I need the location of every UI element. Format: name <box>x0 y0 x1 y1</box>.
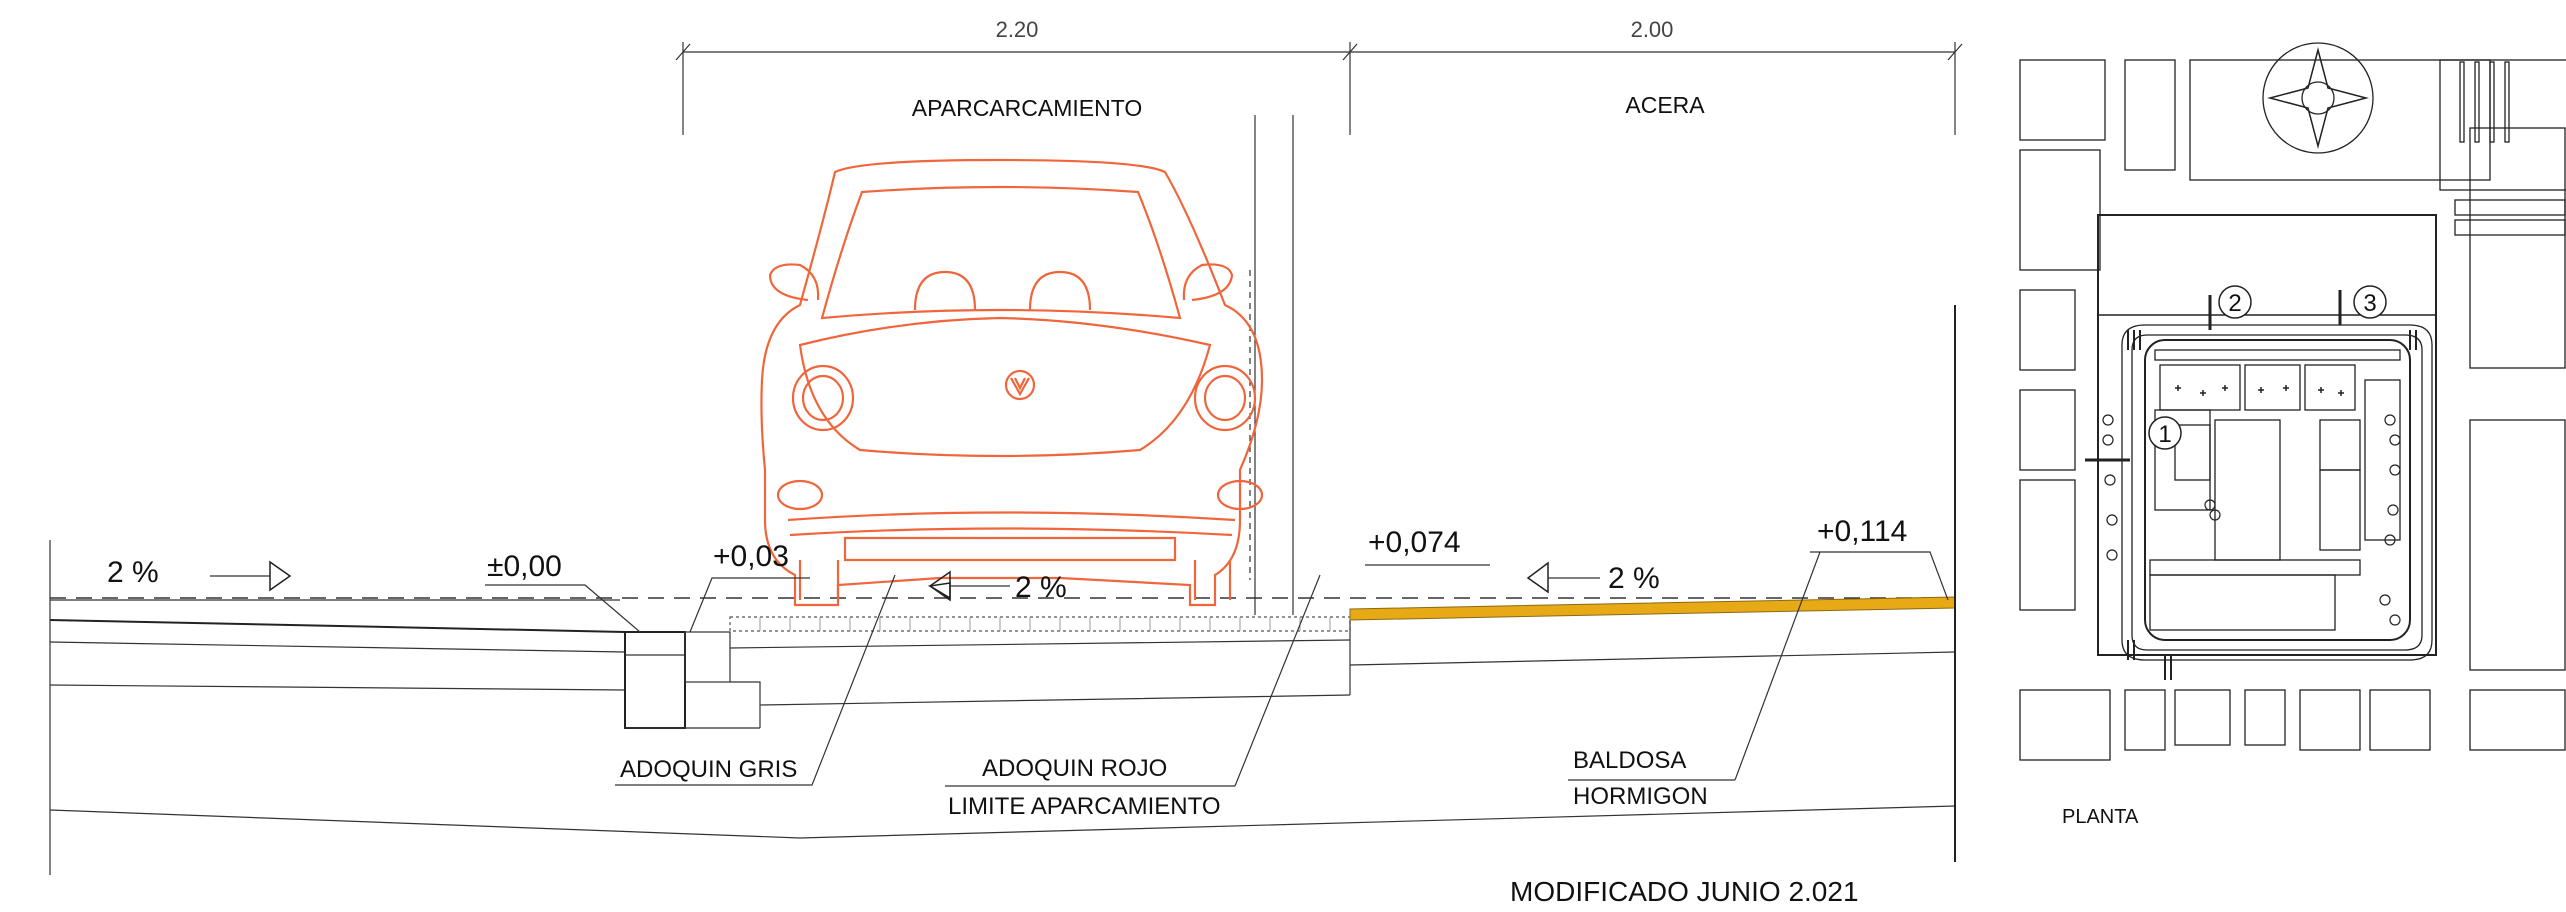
tile-callout: BALDOSA <box>1573 747 1686 774</box>
svg-text:2: 2 <box>2228 290 2241 317</box>
curb <box>624 631 1351 729</box>
road-level-label: ±0,00 <box>487 550 562 583</box>
parking-slope-arrow <box>927 570 1010 602</box>
parking-width-dimension: 2.20 <box>996 17 1039 42</box>
sidewalk-end-level-leader <box>1810 551 1949 601</box>
plan-title: PLANTA <box>2062 806 2139 828</box>
sidewalk-end-level-label: +0,114 <box>1817 515 1907 548</box>
sidewalk-tile-band <box>1349 305 1956 862</box>
site-plan <box>2019 42 2566 761</box>
red-paver-row <box>729 616 1351 695</box>
parking-zone-label: APARCARCAMIENTO <box>912 95 1142 121</box>
svg-text:3: 3 <box>2363 290 2376 317</box>
section-marker-2: 2 <box>2218 285 2252 319</box>
tile-leader <box>1734 551 1821 781</box>
road-level-leader <box>485 584 641 633</box>
parking-limit-callout: LIMITE APARCAMIENTO <box>948 793 1221 820</box>
sidewalk-tile <box>1349 596 1956 621</box>
sidewalk-zone-label: ACERA <box>1625 92 1705 118</box>
dimension-lines <box>675 42 1963 135</box>
road-slope-arrow <box>210 560 292 592</box>
sidewalk-start-level-label: +0,074 <box>1368 526 1461 559</box>
curb-level-leader <box>689 577 810 633</box>
red-paver-leader <box>1234 574 1321 787</box>
section-marker-3: 3 <box>2353 285 2387 319</box>
road-slope-label: 2 % <box>107 556 159 589</box>
grey-paver-callout: ADOQUIN GRIS <box>620 756 797 783</box>
sidewalk-slope-label: 2 % <box>1608 562 1660 595</box>
concrete-callout: HORMIGON <box>1573 783 1708 810</box>
grey-paver-leader <box>615 574 896 786</box>
red-paver-callout: ADOQUIN ROJO <box>982 755 1167 782</box>
curb-level-label: +0,03 <box>713 540 789 573</box>
parking-slope-label: 2 % <box>1015 571 1067 604</box>
sidewalk-width-dimension: 2.00 <box>1631 17 1674 42</box>
svg-text:1: 1 <box>2158 421 2171 448</box>
sidewalk-slope-arrow <box>1526 561 1600 594</box>
road-surface <box>49 540 1956 875</box>
section-marker-1: 1 <box>2148 416 2182 450</box>
car-outline <box>760 158 1264 607</box>
parking-limit-lines <box>1249 115 1294 615</box>
modification-note: MODIFICADO JUNIO 2.021 <box>1510 876 1859 907</box>
